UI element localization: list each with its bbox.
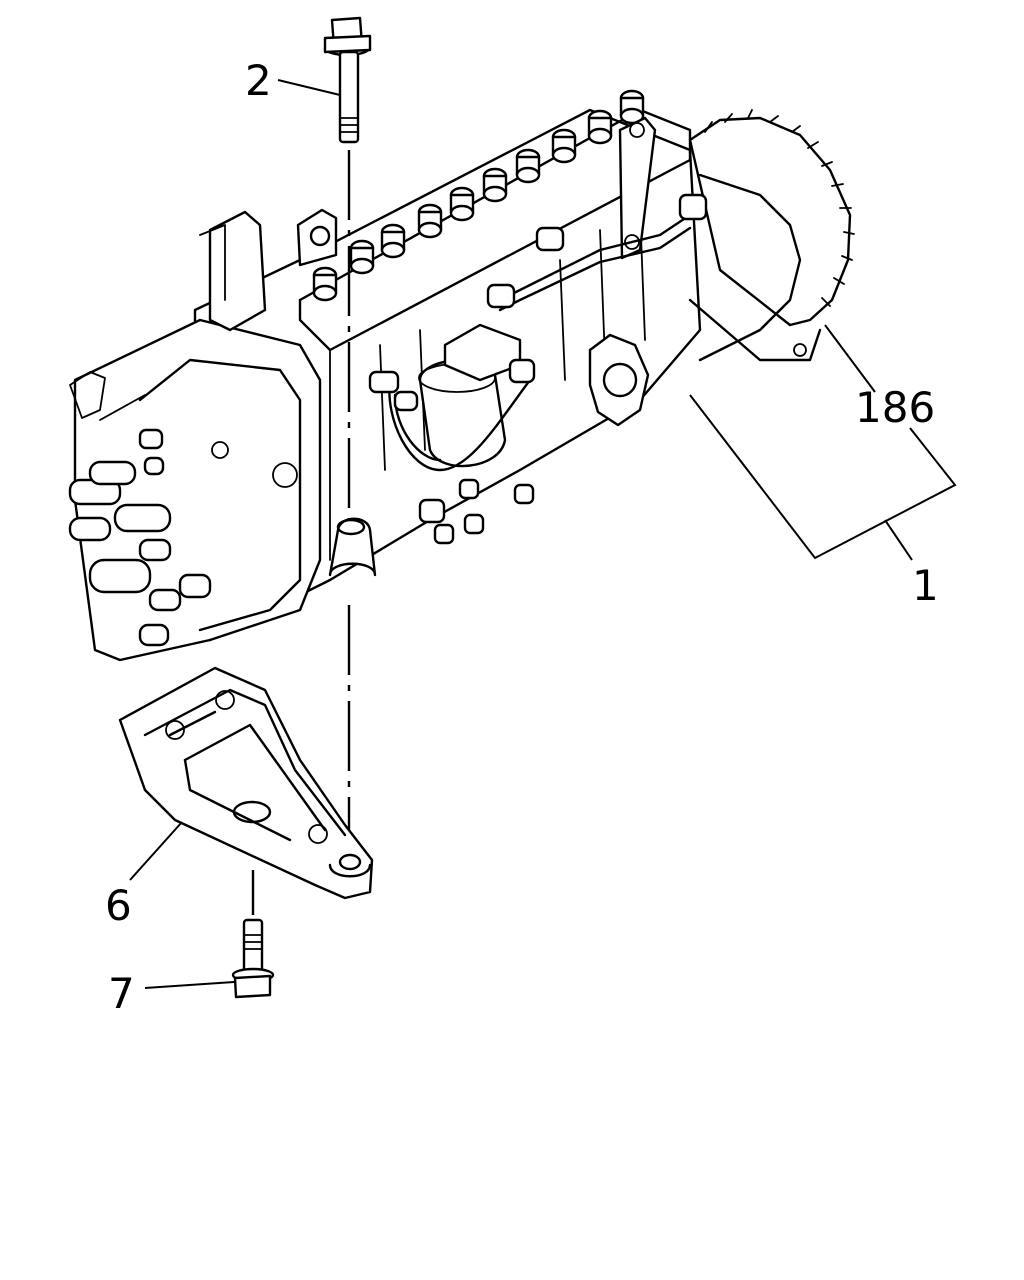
leader-1: [884, 519, 913, 561]
leader-186: [824, 324, 876, 393]
bolt-part-7: [231, 918, 275, 999]
leader-2: [277, 79, 341, 96]
callout-6: 6: [105, 881, 132, 930]
assembly-centerline: [251, 150, 351, 915]
delivery-valve-row: [312, 89, 645, 302]
drive-gear: [688, 109, 855, 362]
bolt-part-2: [323, 16, 372, 144]
callout-2: 2: [245, 56, 272, 105]
callout-7: 7: [108, 969, 135, 1018]
governor-housing: [68, 318, 322, 662]
leader-lines: [129, 79, 957, 989]
callout-labels: 2 186 1 6 7: [105, 56, 939, 1018]
injection-pump-assembly: [68, 89, 855, 662]
feed-pump: [368, 193, 708, 545]
callout-186: 186: [855, 383, 935, 432]
leader-7: [144, 981, 235, 989]
bracket-part-6: [118, 666, 374, 900]
callout-1: 1: [912, 561, 939, 610]
leader-6: [129, 821, 183, 881]
